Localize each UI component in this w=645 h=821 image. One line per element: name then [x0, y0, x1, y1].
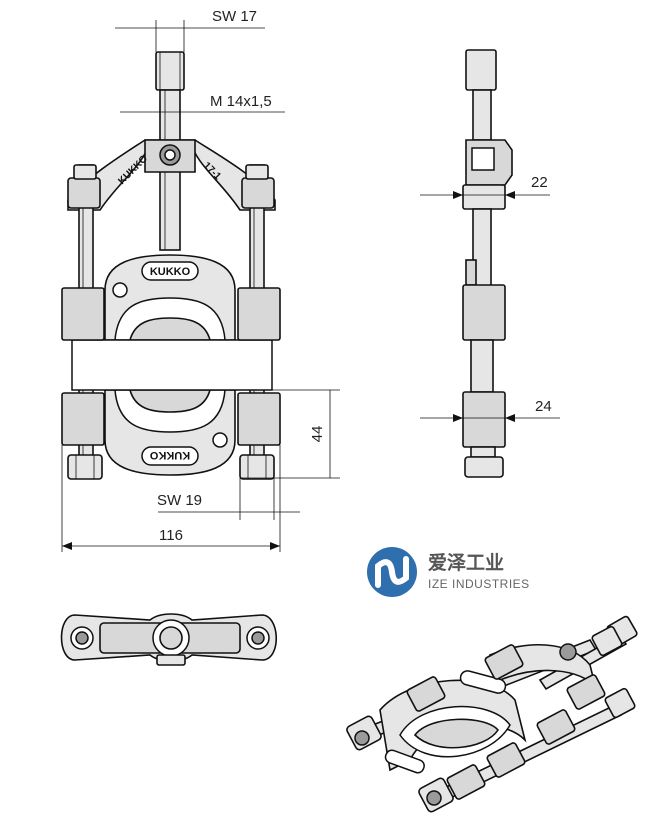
- side-dimensions: 22 24: [420, 174, 560, 422]
- isometric-view: [346, 615, 638, 813]
- front-dimensions: SW 17 M 14x1,5 44 SW 19 116: [61, 8, 340, 552]
- brand-engraving-lower: KUKKO: [149, 449, 190, 461]
- dim-sw19: SW 19: [157, 492, 202, 509]
- dim-24: 24: [535, 398, 552, 415]
- logo-chinese-text: 爱泽工业: [428, 552, 504, 574]
- dim-44: 44: [309, 426, 326, 443]
- front-view: KUKKO 17-1 KUKKO KUKKO: [61, 51, 281, 480]
- dim-sw17: SW 17: [212, 8, 257, 25]
- top-view: [60, 613, 278, 666]
- dim-22: 22: [531, 174, 548, 191]
- side-view: [462, 49, 513, 478]
- dim-116: 116: [159, 527, 183, 544]
- brand-engraving-upper: KUKKO: [150, 266, 191, 278]
- company-logo: 爱泽工业 IZE INDUSTRIES: [367, 547, 530, 597]
- dim-thread: M 14x1,5: [210, 93, 272, 110]
- logo-english-text: IZE INDUSTRIES: [428, 577, 530, 591]
